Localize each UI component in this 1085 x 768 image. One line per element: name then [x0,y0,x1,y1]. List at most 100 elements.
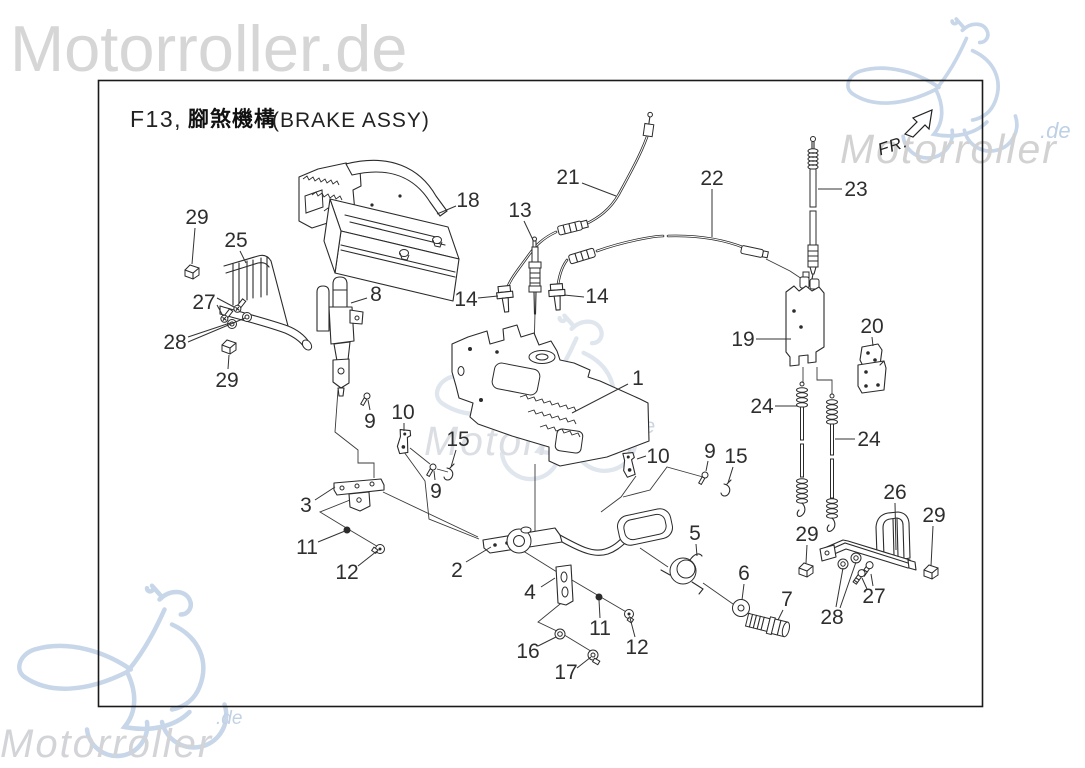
part-label-10: 10 [646,445,669,468]
leader-line-14 [477,295,499,299]
part-label-28: 28 [163,331,186,354]
part-label-8: 8 [370,283,382,306]
part-label-20: 20 [860,315,883,338]
part-label-14: 14 [454,288,478,311]
fasteners-right-rail [798,552,939,585]
leader-line-5 [695,543,698,557]
leader-line-26 [894,502,897,551]
fasteners-left-rail [184,264,252,355]
part-label-13: 13 [508,199,531,222]
part-19-cable-bracket [785,271,825,367]
part-label-26: 26 [883,481,906,504]
part-label-15: 15 [724,445,747,468]
leader-line-29 [191,227,196,265]
leader-line-28 [187,317,246,343]
screw-27 [233,298,247,313]
part-label-3: 3 [300,494,312,517]
leader-line-9 [367,399,371,411]
leader-line-6 [741,583,745,601]
part-label-6: 6 [738,562,750,585]
part-label-15: 15 [446,428,469,451]
watermark-top-left-text: Motorroller.de [10,12,407,85]
leader-line-17 [576,656,592,669]
part-label-17: 17 [554,661,577,684]
pin-11 [343,526,351,534]
part-14-cable-clamp-left [496,284,514,313]
leader-line-11 [317,530,346,543]
part-24-spring-rod-left [796,381,808,517]
bolt-12 [370,544,385,555]
part-label-28: 28 [820,606,843,629]
leader-line-2 [465,546,492,563]
leader-line-9 [705,460,709,472]
part-label-29: 29 [795,523,818,546]
leader-line-7 [777,609,784,621]
part-label-21: 21 [556,166,579,189]
leader-line-16 [537,636,557,647]
bolt-12 [624,609,635,624]
fr-arrow-icon [903,109,933,138]
part-25-guard-rail [219,254,313,351]
part-20-mount-bracket [857,343,887,394]
leader-line-28 [835,567,844,608]
part-21-brake-cable [504,111,655,294]
part-18-footboard [298,159,460,302]
hook-15 [443,463,455,481]
leader-line-29 [805,544,808,564]
part-label-4: 4 [524,581,536,604]
part-23-brake-rod [807,136,819,280]
part-24-spring-rod-right [826,393,838,532]
part-2-brake-pedal [482,508,673,556]
clamp-10 [396,428,412,455]
part-label-24: 24 [750,395,774,418]
part-label-27: 27 [862,585,885,608]
fasteners-center [343,392,732,666]
leader-line-10 [636,455,647,460]
part-label-12: 12 [335,561,358,584]
witness-lines [318,258,833,654]
part-4-stop-plate [555,564,574,606]
watermark-top-right-brand: Motorroller [840,126,1058,172]
part-label-11: 11 [296,536,318,559]
leader-line-18 [436,205,457,215]
leader-line-12 [629,617,636,638]
part-label-9: 9 [704,440,716,463]
part-6-washer [732,599,750,617]
leader-line-27 [216,304,224,317]
part-label-27: 27 [192,291,215,314]
part-label-19: 19 [731,328,754,351]
leader-line-29 [930,525,934,567]
leader-line-21 [581,182,617,197]
leader-line-4 [540,577,556,588]
leader-line-28 [839,561,857,609]
leader-line-29 [227,354,230,370]
part-13-cable-adjuster [528,236,542,315]
part-label-10: 10 [391,401,414,424]
leader-line-13 [523,220,534,241]
part-label-29: 29 [185,206,208,229]
bolt-9 [360,392,371,407]
leader-line-15 [727,466,734,484]
bolt-9 [426,463,437,478]
leader-line-12 [357,550,378,567]
screw-27 [852,569,866,585]
part-label-2: 2 [451,559,463,582]
diagram-border [97,79,984,708]
part-7-pivot-bolt [744,612,790,638]
part-26-rear-rail [819,511,917,571]
part-22-brake-cable [555,234,769,292]
leader-line-25 [239,250,247,264]
diagram-title: F13, 腳煞機構 (BRAKE ASSY) [130,106,430,132]
leader-line-28 [187,322,231,338]
leader-line-14 [563,294,585,298]
watermark-top-right-tld: .de [1040,118,1071,143]
hook-15 [720,479,732,497]
part-label-24: 24 [857,428,881,451]
leader-line-27 [216,297,235,308]
part-label-11: 11 [589,617,611,640]
pin-11 [595,593,603,601]
part-label-9: 9 [430,480,442,503]
part-label-12: 12 [625,636,648,659]
part-label-23: 23 [844,178,867,201]
